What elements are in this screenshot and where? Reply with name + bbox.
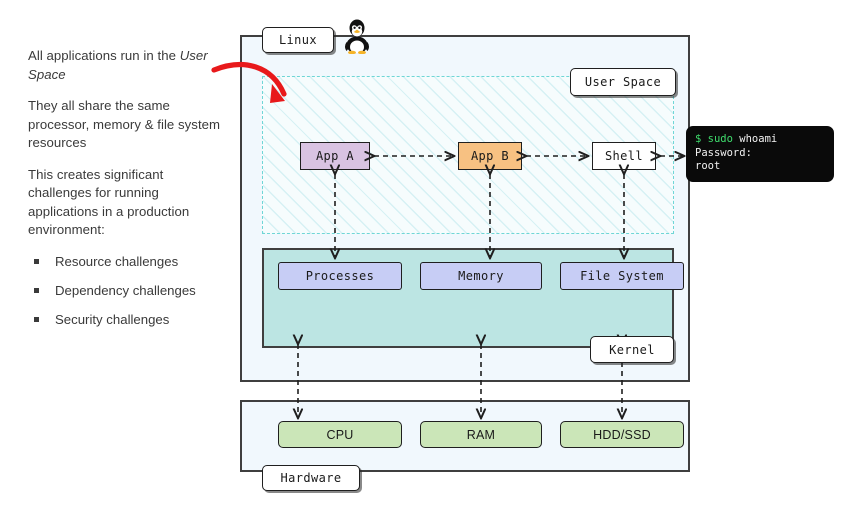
label-kernel: Kernel: [590, 336, 674, 363]
list-item: Security challenges: [28, 311, 228, 328]
list-item-label: Resource challenges: [55, 253, 179, 269]
tux-penguin-icon: [341, 16, 373, 55]
explanatory-notes: All applications run in the User Space T…: [28, 47, 228, 340]
terminal-command-keyword: sudo: [707, 133, 733, 145]
node-file-system[interactable]: File System: [560, 262, 684, 290]
node-hdd-ssd[interactable]: HDD/SSD: [560, 421, 684, 448]
square-bullet-icon: [34, 316, 39, 322]
node-memory[interactable]: Memory: [420, 262, 542, 290]
list-item: Dependency challenges: [28, 282, 228, 299]
note-p1-pre: All applications run in the: [28, 48, 180, 63]
terminal-output-password: Password:: [695, 146, 752, 159]
square-bullet-icon: [34, 258, 39, 264]
note-p1-emphasis: User Space: [28, 48, 208, 82]
terminal-window[interactable]: $ sudo whoami Password: root: [686, 126, 834, 182]
label-linux: Linux: [262, 27, 334, 53]
node-app-a[interactable]: App A: [300, 142, 370, 170]
node-shell[interactable]: Shell: [592, 142, 656, 170]
list-item: Resource challenges: [28, 253, 228, 270]
node-app-b[interactable]: App B: [458, 142, 522, 170]
node-cpu[interactable]: CPU: [278, 421, 402, 448]
terminal-line-3: root: [695, 160, 825, 174]
terminal-prompt: $: [695, 133, 702, 145]
list-item-label: Dependency challenges: [55, 282, 196, 298]
terminal-line-1: $ sudo whoami: [695, 133, 825, 147]
terminal-command-arg: whoami: [739, 133, 778, 145]
note-paragraph-1: All applications run in the User Space: [28, 47, 228, 84]
label-hardware: Hardware: [262, 465, 360, 491]
challenges-list: Resource challenges Dependency challenge…: [28, 253, 228, 328]
node-ram[interactable]: RAM: [420, 421, 542, 448]
list-item-label: Security challenges: [55, 311, 170, 327]
note-paragraph-2: They all share the same processor, memor…: [28, 98, 221, 150]
square-bullet-icon: [34, 287, 39, 293]
terminal-line-2: Password:: [695, 147, 825, 161]
terminal-output-root: root: [695, 160, 721, 172]
note-paragraph-3: This creates significant challenges for …: [28, 166, 190, 238]
node-processes[interactable]: Processes: [278, 262, 402, 290]
label-user-space: User Space: [570, 68, 676, 96]
